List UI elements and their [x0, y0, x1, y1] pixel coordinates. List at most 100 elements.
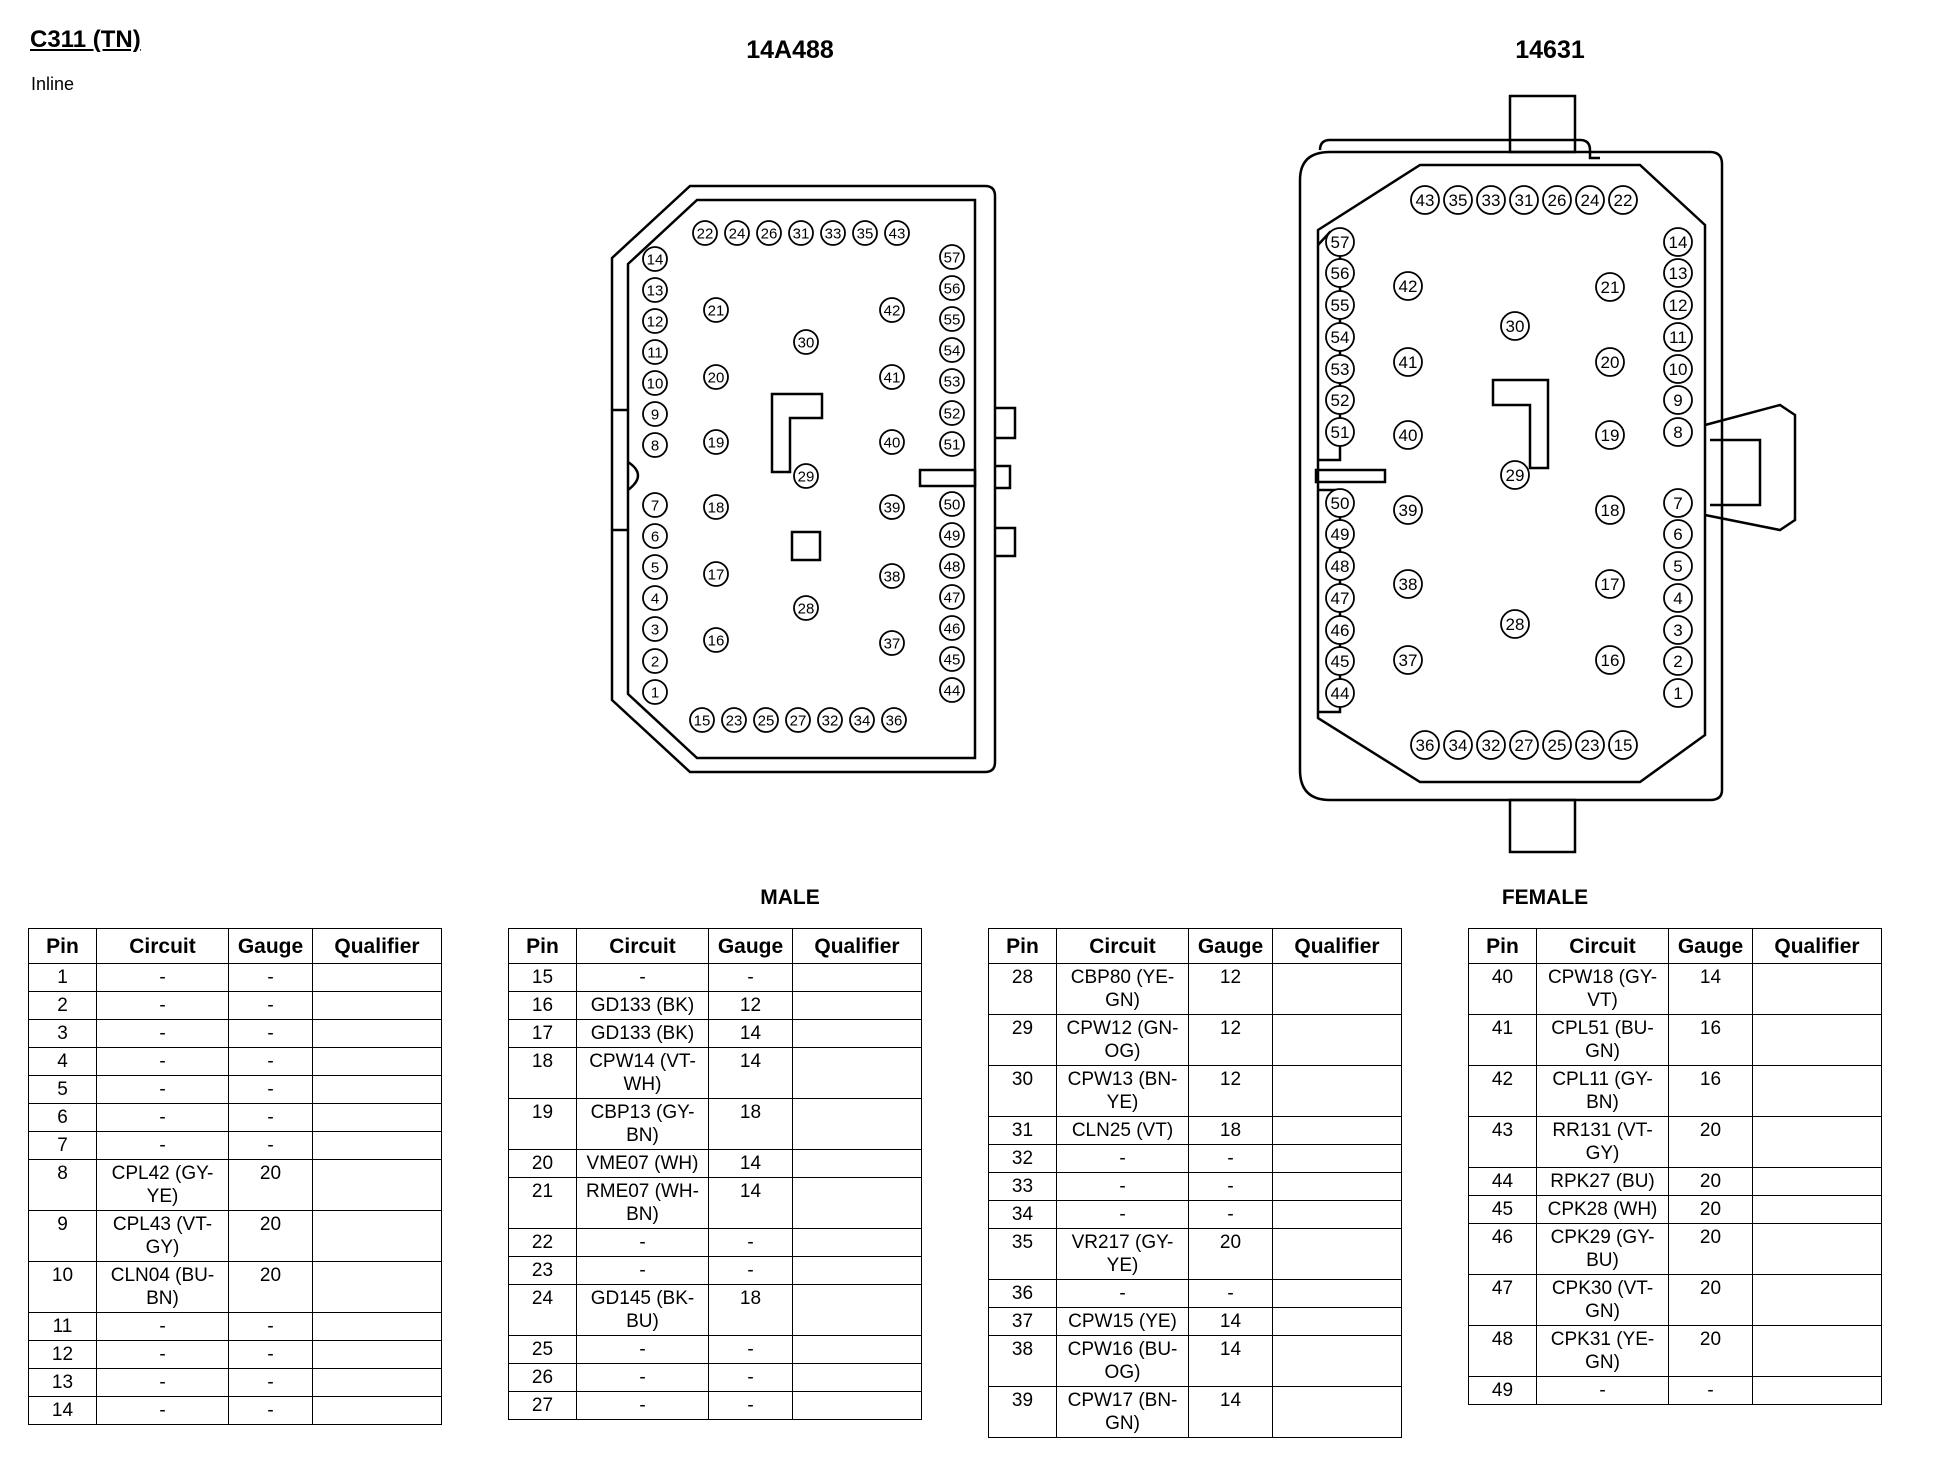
- pin-50-circle: [939, 491, 965, 517]
- cell-gauge: -: [708, 1335, 793, 1364]
- pin-31-label: 31: [1515, 191, 1534, 210]
- cell-pin: 34: [988, 1200, 1057, 1229]
- cell-circuit: -: [1056, 1200, 1189, 1229]
- pin-6-circle: [1663, 519, 1693, 549]
- cell-gauge: -: [1188, 1200, 1273, 1229]
- table-row: 33--: [988, 1172, 1402, 1201]
- cell-gauge: 20: [1668, 1274, 1753, 1326]
- cell-qualifier: [1752, 1116, 1882, 1168]
- cell-gauge: 18: [1188, 1116, 1273, 1145]
- pin-15-label: 15: [694, 712, 711, 729]
- table-row: 4--: [28, 1047, 442, 1076]
- cell-pin: 35: [988, 1228, 1057, 1280]
- cell-pin: 49: [1468, 1376, 1537, 1405]
- cell-pin: 23: [508, 1256, 577, 1285]
- pin-31-label: 31: [793, 225, 810, 242]
- pin-7-circle: [642, 492, 668, 518]
- pin-49-label: 49: [944, 527, 961, 544]
- pin-4-circle: [1663, 583, 1693, 613]
- pin-21-label: 21: [1601, 278, 1620, 297]
- pin-38-label: 38: [884, 568, 901, 585]
- pin-37-label: 37: [884, 635, 901, 652]
- pin-41-circle: [879, 364, 905, 390]
- header-circuit: Circuit: [96, 928, 229, 964]
- pin-43-circle: [884, 220, 910, 246]
- pin-27-label: 27: [790, 712, 807, 729]
- pin-21-circle: [1595, 272, 1625, 302]
- pin-20-circle: [1595, 347, 1625, 377]
- pin-39-circle: [1393, 495, 1423, 525]
- cell-pin: 30: [988, 1065, 1057, 1117]
- table-row: 36--: [988, 1279, 1402, 1308]
- cell-pin: 22: [508, 1228, 577, 1257]
- pin-51-label: 51: [1331, 423, 1350, 442]
- cell-circuit: CPL51 (BU-GN): [1536, 1014, 1669, 1066]
- pin-1-label: 1: [651, 684, 659, 701]
- cell-qualifier: [1272, 1116, 1402, 1145]
- cell-circuit: -: [1056, 1172, 1189, 1201]
- pin-31-circle: [1509, 185, 1539, 215]
- cell-gauge: -: [1188, 1144, 1273, 1173]
- header-pin: Pin: [508, 928, 577, 964]
- pin-25-circle: [1542, 730, 1572, 760]
- cell-gauge: -: [228, 1075, 313, 1104]
- pin-6-label: 6: [651, 528, 659, 545]
- cell-circuit: CBP80 (YE-GN): [1056, 963, 1189, 1015]
- cell-qualifier: [312, 1159, 442, 1211]
- cell-pin: 36: [988, 1279, 1057, 1308]
- cell-qualifier: [1752, 1195, 1882, 1224]
- cell-circuit: -: [96, 1396, 229, 1425]
- pin-5-label: 5: [651, 559, 659, 576]
- cell-circuit: CPL42 (GY-YE): [96, 1159, 229, 1211]
- pin-5-circle: [642, 554, 668, 580]
- cell-pin: 21: [508, 1177, 577, 1229]
- cell-gauge: 20: [1668, 1195, 1753, 1224]
- cell-gauge: 14: [1188, 1335, 1273, 1387]
- pin-30-label: 30: [798, 334, 815, 351]
- cell-circuit: -: [576, 1228, 709, 1257]
- header-pin: Pin: [988, 928, 1057, 964]
- pin-22-label: 22: [697, 225, 714, 242]
- pin-21-circle: [703, 297, 729, 323]
- cell-circuit: CPW15 (YE): [1056, 1307, 1189, 1336]
- cell-circuit: -: [96, 963, 229, 992]
- pin-36-circle: [881, 707, 907, 733]
- pin-2-label: 2: [651, 653, 659, 670]
- pin-12-circle: [1663, 290, 1693, 320]
- cell-qualifier: [1752, 1167, 1882, 1196]
- cell-gauge: 14: [1668, 963, 1753, 1015]
- table-row: 7--: [28, 1131, 442, 1160]
- cell-circuit: -: [96, 1103, 229, 1132]
- cell-pin: 43: [1468, 1116, 1537, 1168]
- male-connector-body: [610, 184, 1017, 774]
- pin-56-label: 56: [1331, 264, 1350, 283]
- table-row: 1--: [28, 963, 442, 992]
- cell-pin: 13: [28, 1368, 97, 1397]
- pin-49-circle: [1325, 519, 1355, 549]
- cell-qualifier: [792, 1047, 922, 1099]
- female-label: FEMALE: [1501, 886, 1589, 909]
- cell-qualifier: [1272, 1200, 1402, 1229]
- cell-qualifier: [792, 1098, 922, 1150]
- pin-45-label: 45: [1331, 652, 1350, 671]
- pin-51-circle: [939, 431, 965, 457]
- cell-pin: 4: [28, 1047, 97, 1076]
- pin-27-circle: [1509, 730, 1539, 760]
- pin-13-circle: [1663, 258, 1693, 288]
- pin-33-circle: [820, 220, 846, 246]
- pin-21-label: 21: [708, 302, 725, 319]
- pin-24-label: 24: [729, 225, 746, 242]
- table-row: 23--: [508, 1256, 922, 1285]
- cell-qualifier: [312, 1396, 442, 1425]
- cell-pin: 11: [28, 1312, 97, 1341]
- cell-qualifier: [1752, 1223, 1882, 1275]
- cell-pin: 14: [28, 1396, 97, 1425]
- cell-gauge: 20: [1668, 1116, 1753, 1168]
- cell-circuit: -: [1536, 1376, 1669, 1405]
- cell-circuit: CPW18 (GY-VT): [1536, 963, 1669, 1015]
